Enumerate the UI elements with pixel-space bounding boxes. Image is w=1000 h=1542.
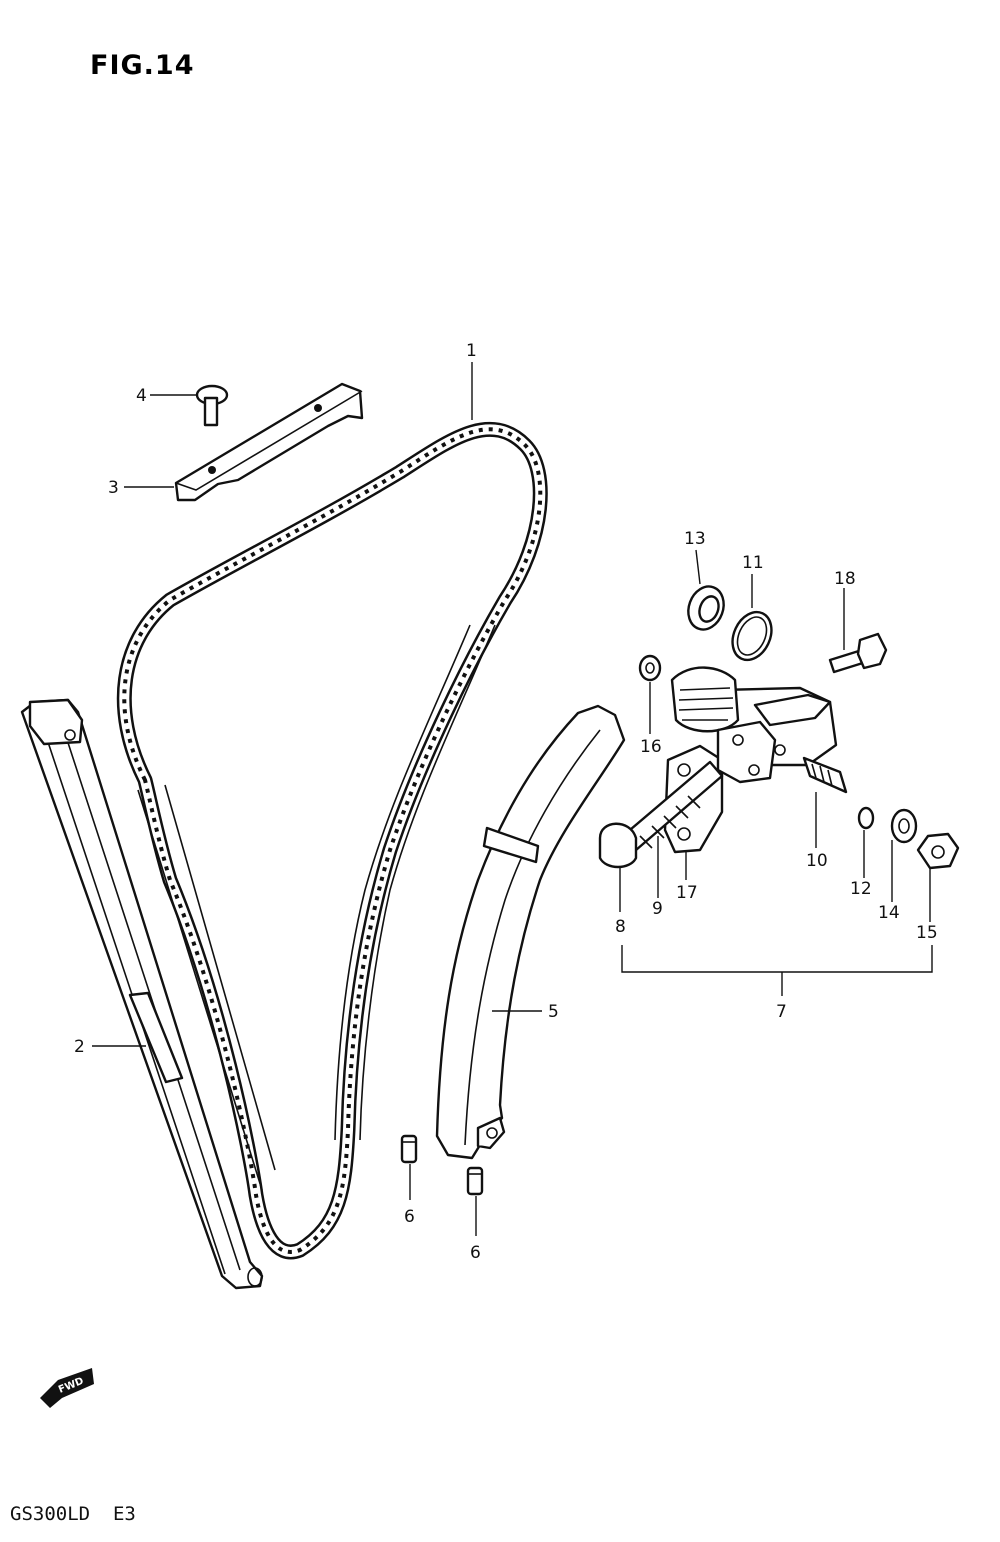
callout-18: 18: [834, 569, 856, 589]
model-code: GS300LD E3: [10, 1503, 136, 1525]
callout-3: 3: [108, 478, 119, 498]
leader-lines: [92, 362, 933, 1236]
dowel-pin-upper: [400, 1134, 418, 1164]
tensioner-assembly: [598, 585, 960, 870]
plate-screw: [195, 384, 229, 427]
callout-7: 7: [776, 1002, 787, 1022]
callout-2: 2: [74, 1037, 85, 1057]
callout-5: 5: [548, 1002, 559, 1022]
chain-guide-rear: [20, 698, 264, 1290]
cam-chain: [116, 421, 548, 1260]
callout-6-lower: 6: [470, 1243, 481, 1263]
callout-11: 11: [742, 553, 764, 573]
fwd-arrow-icon: FWD: [40, 1368, 94, 1408]
callouts: 1 2 3 4 5 6 6 7 8 9 10 11 12 13 14 15 16…: [74, 341, 938, 1263]
dowel-pin-lower: [466, 1166, 484, 1196]
callout-12: 12: [850, 879, 872, 899]
chain-guide-front: [435, 704, 626, 1160]
callout-1: 1: [466, 341, 477, 361]
figure-title: FIG.14: [90, 50, 194, 81]
callout-6-upper: 6: [404, 1207, 415, 1227]
guide-plate: [174, 382, 364, 502]
callout-4: 4: [136, 386, 147, 406]
callout-15: 15: [916, 923, 938, 943]
callout-14: 14: [878, 903, 900, 923]
callout-13: 13: [684, 529, 706, 549]
callout-17: 17: [676, 883, 698, 903]
callout-8: 8: [615, 917, 626, 937]
callout-10: 10: [806, 851, 828, 871]
callout-9: 9: [652, 899, 663, 919]
callout-16: 16: [640, 737, 662, 757]
